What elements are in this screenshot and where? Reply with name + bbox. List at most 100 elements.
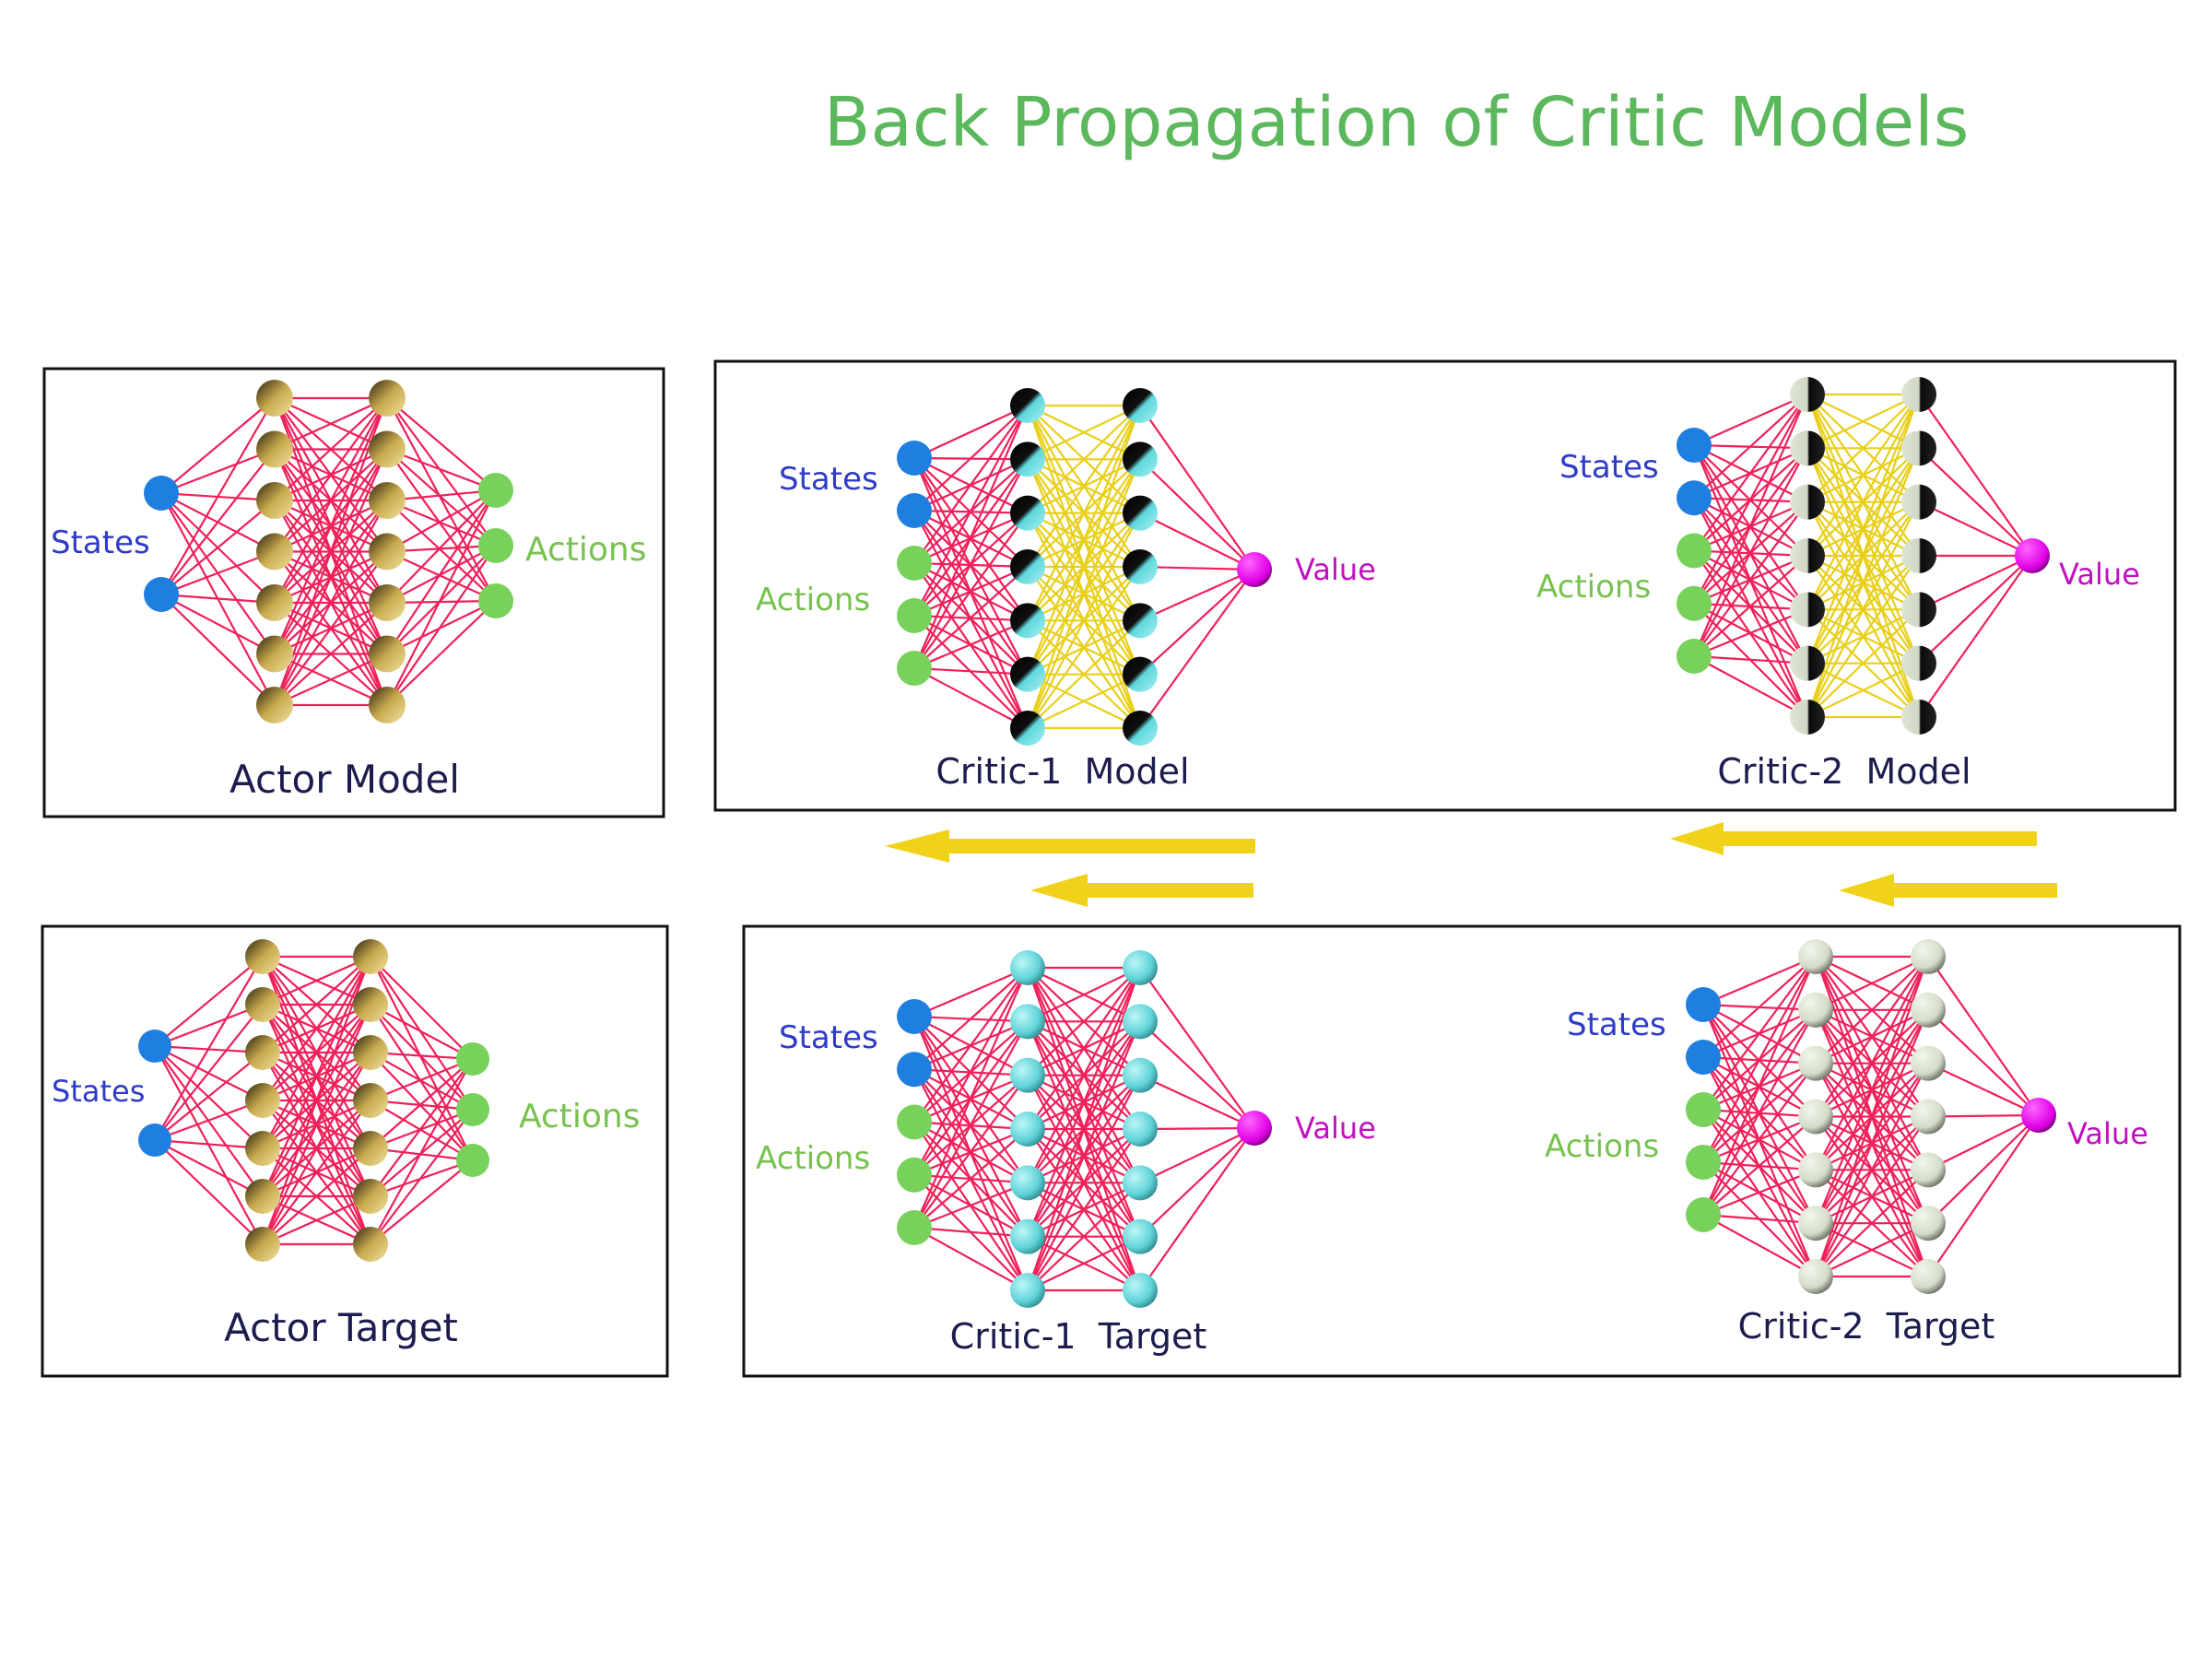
connection-edge (154, 1004, 264, 1141)
connection-edge (1702, 956, 1817, 1058)
hidden-neuron (1790, 592, 1825, 628)
connection-edge (262, 1194, 371, 1246)
hidden-neuron (353, 1179, 388, 1214)
connection-edge (1806, 394, 1920, 557)
connection-edge (274, 550, 388, 706)
hidden-neuron (256, 687, 293, 724)
connection-edge (1693, 393, 1808, 447)
connection-edge (274, 653, 388, 707)
connection-edge (370, 1159, 474, 1245)
connection-edge (1027, 405, 1141, 621)
connection-edge (370, 1100, 474, 1161)
connection-edge (1702, 1169, 1817, 1217)
connection-edge (154, 1139, 264, 1245)
connection-edge (913, 619, 1029, 670)
connection-edge (913, 512, 1029, 669)
connection-edge (1139, 1126, 1255, 1131)
hidden-neuron (1798, 939, 1833, 974)
hidden-neuron (1010, 1004, 1045, 1040)
critic-1-target-actions-label: Actions (756, 1140, 870, 1177)
state-input-node (144, 577, 179, 612)
hidden-neuron (369, 430, 406, 468)
hidden-neuron (1010, 656, 1045, 692)
critic-1-target-label: Critic-1 Target (950, 1316, 1207, 1357)
action-input-node (897, 651, 932, 686)
connection-edge (1027, 566, 1141, 729)
connection-edge (1806, 394, 1920, 503)
connection-edge (273, 397, 389, 706)
connection-edge (274, 397, 388, 501)
hidden-neuron (1911, 1259, 1946, 1294)
hidden-neuron (1123, 603, 1158, 639)
hidden-neuron (1901, 430, 1936, 466)
actor-target-label: Actor Target (224, 1305, 458, 1350)
connection-edge (1027, 405, 1141, 514)
connection-edge (1693, 394, 1808, 552)
connection-edge (262, 956, 371, 1101)
connection-edge (1702, 956, 1817, 1111)
connection-edge (370, 1004, 474, 1161)
connection-edge (1702, 955, 1817, 1006)
connection-edge (1693, 555, 1808, 657)
connection-edge (1806, 394, 1921, 718)
connection-edge (1027, 619, 1141, 729)
connection-edge (1927, 1114, 2040, 1277)
action-output-node (456, 1144, 489, 1177)
connection-edge (1815, 956, 1929, 1065)
critic-2-target-states-label: States (1567, 1006, 1666, 1043)
connection-edge (262, 1052, 371, 1245)
action-output-node (456, 1093, 489, 1126)
connection-edge (1815, 1222, 1929, 1277)
connection-edge (1806, 608, 1920, 718)
connection-edge (1815, 1063, 1929, 1277)
connection-edge (1806, 394, 1920, 450)
connection-edge (1692, 394, 1809, 657)
back-propagation-arrows (885, 822, 2057, 907)
connection-edge (1814, 1009, 1930, 1277)
connection-edge (154, 1052, 264, 1141)
connection-edge (262, 1147, 371, 1245)
connection-edge (1918, 555, 2033, 611)
connection-edge (1702, 1213, 1817, 1225)
connection-edge (913, 405, 1029, 617)
critic-2-target-actions-label: Actions (1545, 1128, 1659, 1165)
connection-edge (370, 1058, 474, 1149)
connection-edge (1806, 394, 1921, 665)
connection-edge (1139, 1127, 1255, 1184)
action-output-node (456, 1042, 489, 1076)
connection-edge (1027, 512, 1141, 729)
state-input-node (1677, 480, 1712, 516)
state-input-node (897, 1052, 932, 1088)
connection-edge (913, 566, 1029, 669)
connection-edge (1026, 967, 1142, 1291)
connection-edge (1027, 967, 1141, 1023)
hidden-neuron (256, 533, 293, 571)
critic-targets-panel (742, 924, 2182, 1378)
connection-edge (274, 396, 388, 451)
connection-edge (386, 550, 497, 603)
hidden-neuron (1010, 549, 1045, 584)
connection-edge (1693, 447, 1808, 657)
connection-edge (154, 1003, 264, 1048)
action-input-node (897, 546, 932, 581)
connection-edge (160, 500, 276, 595)
hidden-neuron (353, 1131, 388, 1166)
connection-edge (160, 448, 276, 595)
connection-edge (1693, 655, 1808, 718)
action-input-node (1686, 1092, 1721, 1127)
connection-edge (261, 956, 372, 1245)
action-input-node (1686, 1145, 1721, 1180)
hidden-neuron (1901, 592, 1936, 628)
connection-edge (913, 1182, 1029, 1230)
critic-models-panel (713, 359, 2177, 812)
connection-edge (386, 500, 497, 602)
connection-edge (370, 1058, 474, 1197)
hidden-neuron (369, 687, 406, 724)
connection-edge (1806, 447, 1921, 718)
hidden-neuron (353, 1035, 388, 1070)
action-output-node (478, 528, 513, 563)
connection-edge (1806, 662, 1920, 718)
connection-edge (262, 1100, 371, 1245)
hidden-neuron (256, 635, 293, 673)
connection-edge (912, 967, 1030, 1229)
